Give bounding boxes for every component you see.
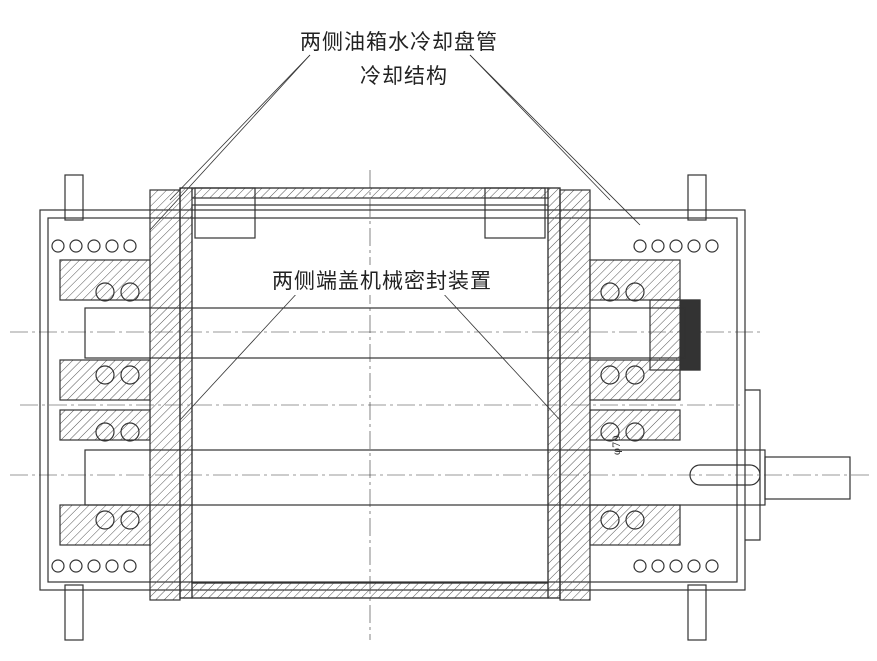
cooling-label-line2: 冷却结构 — [360, 64, 448, 88]
cooling-label-line1: 两侧油箱水冷却盘管 — [300, 30, 498, 54]
leader-lines — [149, 54, 641, 421]
bearings — [95, 282, 645, 530]
cooling-coils — [51, 239, 719, 573]
shaft-diameter-dimension: φ70 — [612, 435, 623, 455]
central-housing — [179, 187, 561, 599]
output-shaft — [764, 456, 851, 500]
upper-shaft — [84, 307, 686, 359]
center-lines — [10, 170, 870, 640]
seal-label: 两侧端盖机械密封装置 — [272, 265, 492, 295]
